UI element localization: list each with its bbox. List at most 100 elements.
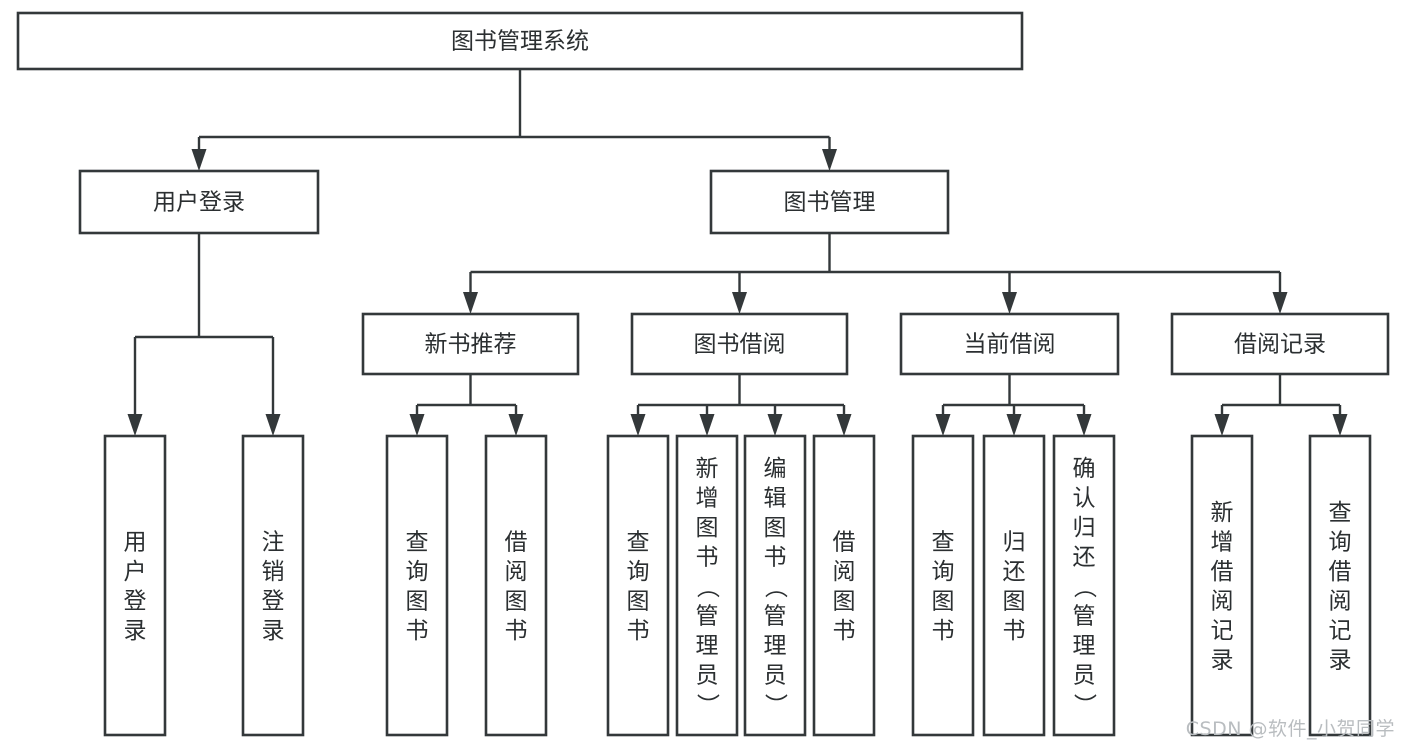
node-label-char: 归 bbox=[1073, 515, 1096, 541]
node-label-char: 图 bbox=[833, 589, 856, 615]
node-label-char: 记 bbox=[1329, 618, 1352, 644]
node-box[interactable] bbox=[1308, 434, 1372, 737]
node-label-char: 图 bbox=[505, 589, 528, 615]
node-label-char: 书 bbox=[932, 618, 955, 644]
node-label-char: 销 bbox=[262, 559, 285, 585]
node-label-char: 户 bbox=[124, 559, 147, 585]
node-label-char: 确 bbox=[1073, 456, 1096, 482]
node-box[interactable] bbox=[812, 434, 876, 737]
node-box[interactable] bbox=[675, 434, 739, 737]
node-box[interactable] bbox=[743, 434, 807, 737]
node-label-char: 录 bbox=[262, 618, 285, 644]
node-label-char: ） bbox=[694, 693, 720, 716]
arrow-head-icon bbox=[767, 414, 783, 436]
node-label: 用户登录 bbox=[153, 190, 245, 216]
node-label-char: 书 bbox=[1003, 618, 1026, 644]
node-leaf-user-login[interactable]: 用户登录 bbox=[103, 434, 167, 737]
node-label-char: 录 bbox=[124, 618, 147, 644]
arrow-head-icon bbox=[1272, 292, 1288, 314]
node-user-login[interactable]: 用户登录 bbox=[78, 169, 320, 235]
node-label-char: 还 bbox=[1073, 544, 1096, 570]
node-label-char: 书 bbox=[833, 618, 856, 644]
node-label-char: （ bbox=[1071, 575, 1097, 598]
node-label: 图书管理系统 bbox=[451, 29, 589, 55]
node-label-char: 员 bbox=[764, 662, 787, 688]
node-label-char: 新 bbox=[696, 456, 719, 482]
node-label-char: 书 bbox=[406, 618, 429, 644]
node-label-char: 询 bbox=[406, 559, 429, 585]
node-box[interactable] bbox=[484, 434, 548, 737]
node-book-borrow[interactable]: 图书借阅 bbox=[630, 312, 849, 376]
node-label-char: 书 bbox=[505, 618, 528, 644]
node-label-char: ） bbox=[1071, 693, 1097, 716]
node-label-char: 书 bbox=[764, 544, 787, 570]
node-label-char: 管 bbox=[764, 603, 787, 629]
node-box[interactable] bbox=[78, 169, 320, 235]
node-label-char: （ bbox=[694, 575, 720, 598]
node-box[interactable] bbox=[1052, 434, 1116, 737]
node-label-char: 辑 bbox=[764, 485, 787, 511]
node-book-manage[interactable]: 图书管理 bbox=[709, 169, 950, 235]
nodes-layer: 图书管理系统用户登录图书管理新书推荐图书借阅当前借阅借阅记录用户登录注销登录查询… bbox=[16, 11, 1390, 737]
edges-layer bbox=[127, 69, 1348, 436]
node-label-char: 书 bbox=[696, 544, 719, 570]
node-label-char: 理 bbox=[764, 633, 787, 659]
node-label-char: 查 bbox=[627, 530, 650, 556]
node-label-char: 查 bbox=[932, 530, 955, 556]
node-box[interactable] bbox=[385, 434, 449, 737]
node-label-char: 图 bbox=[764, 515, 787, 541]
arrow-head-icon bbox=[1214, 414, 1230, 436]
node-label-char: 新 bbox=[1211, 500, 1234, 526]
node-box[interactable] bbox=[630, 312, 849, 376]
node-label-char: 阅 bbox=[1329, 589, 1352, 615]
node-new-book-rec[interactable]: 新书推荐 bbox=[361, 312, 580, 376]
node-current-borrow[interactable]: 当前借阅 bbox=[899, 312, 1120, 376]
node-box[interactable] bbox=[606, 434, 670, 737]
node-box[interactable] bbox=[899, 312, 1120, 376]
node-label-char: 录 bbox=[1211, 648, 1234, 674]
node-label-char: 阅 bbox=[1211, 589, 1234, 615]
node-root[interactable]: 图书管理系统 bbox=[16, 11, 1024, 71]
node-box[interactable] bbox=[103, 434, 167, 737]
node-borrow-record[interactable]: 借阅记录 bbox=[1170, 312, 1390, 376]
node-label-char: 询 bbox=[1329, 530, 1352, 556]
node-box[interactable] bbox=[709, 169, 950, 235]
node-label-char: 管 bbox=[696, 603, 719, 629]
node-box[interactable] bbox=[1190, 434, 1254, 737]
arrow-head-icon bbox=[935, 414, 951, 436]
node-label: 当前借阅 bbox=[964, 332, 1056, 358]
arrow-head-icon bbox=[1006, 414, 1022, 436]
node-label-char: 归 bbox=[1003, 530, 1026, 556]
node-label-char: 借 bbox=[1329, 559, 1352, 585]
node-box[interactable] bbox=[911, 434, 975, 737]
arrow-head-icon bbox=[409, 414, 425, 436]
node-label-char: 注 bbox=[262, 530, 285, 556]
node-box[interactable] bbox=[361, 312, 580, 376]
node-box[interactable] bbox=[16, 11, 1024, 71]
node-box[interactable] bbox=[241, 434, 305, 737]
node-label-char: 书 bbox=[627, 618, 650, 644]
arrow-head-icon bbox=[836, 414, 852, 436]
node-label-char: 查 bbox=[1329, 500, 1352, 526]
node-box[interactable] bbox=[982, 434, 1046, 737]
arrow-head-icon bbox=[1002, 292, 1017, 314]
node-box[interactable] bbox=[1170, 312, 1390, 376]
node-label-char: 增 bbox=[696, 485, 719, 511]
node-label: 图书借阅 bbox=[694, 332, 786, 358]
node-label-char: 阅 bbox=[505, 559, 528, 585]
arrow-head-icon bbox=[630, 414, 646, 436]
arrow-head-icon bbox=[1332, 414, 1348, 436]
